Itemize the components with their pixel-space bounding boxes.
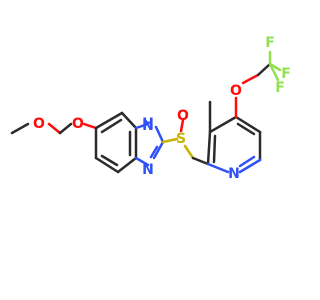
bond-imidazole-n-c7a [134, 156, 150, 167]
atom-label-n-imidazole-bottom: N [142, 162, 154, 178]
bond-imidazole-c2-n-double [149, 145, 159, 159]
bond-c2-s [161, 137, 179, 144]
atom-label-o-sulfinyl: O [177, 108, 189, 124]
atom-label-o-methoxy: O [33, 116, 45, 132]
bond-pyridine-c3-c4 [208, 115, 238, 134]
atom-label-n-imidazole-top: N [142, 118, 154, 134]
bond-ch2-pyridine [191, 156, 210, 166]
bond-imidazole-nh-c2 [154, 125, 165, 144]
atom-label-o-ether: O [230, 83, 242, 99]
bond-s-ch2 [183, 144, 195, 160]
bond-benzene-double-3 [100, 154, 119, 167]
bond-imidazole-nh-c3a [134, 122, 150, 130]
atom-label-f-top: F [265, 35, 275, 51]
bond-ch2-cf3 [256, 62, 272, 77]
bond-group [10, 50, 282, 174]
atom-label-s: S [176, 131, 186, 147]
atom-label-group: O O H N N S O N O F F F [33, 35, 291, 182]
bond-pyridine-c2-c3 [206, 130, 212, 166]
atom-label-n-pyridine: N [228, 166, 240, 182]
bond-pyridine-c6-n-double [238, 155, 256, 168]
molecule-structure-diagram: O O H N N S O N O F F F [10, 35, 291, 182]
bond-methyl-o [10, 122, 30, 135]
bond-s-o [179, 118, 185, 133]
bond-ch2 [58, 122, 73, 135]
bond-c-f-bottom [268, 62, 280, 82]
bond-pyridine-c4-c5 [234, 115, 262, 134]
bond-benzene-1 [94, 111, 124, 130]
bond-o-aryl [82, 122, 98, 130]
bond-pyridine-c6-n [238, 158, 262, 174]
atom-label-nh: H [142, 116, 154, 132]
bond-imidazole-c2-n [152, 140, 165, 160]
bond-pyridine-n-c2 [206, 162, 230, 174]
bond-o-ch2 [241, 73, 260, 85]
bond-benzene-4 [116, 156, 138, 174]
bond-o-ch2-left [47, 122, 62, 135]
bond-pyridine-c4-c5-double [236, 122, 256, 136]
atom-label-f-bottom: F [275, 80, 285, 96]
atom-label-f-right: F [281, 66, 291, 82]
atom-label-o-methylene: O [72, 116, 84, 132]
bond-benzene-2 [120, 111, 138, 130]
bond-benzene-5 [94, 156, 120, 174]
bond-pyridine-c2-c3-double [212, 134, 217, 164]
bond-benzene-double-1 [100, 118, 123, 134]
